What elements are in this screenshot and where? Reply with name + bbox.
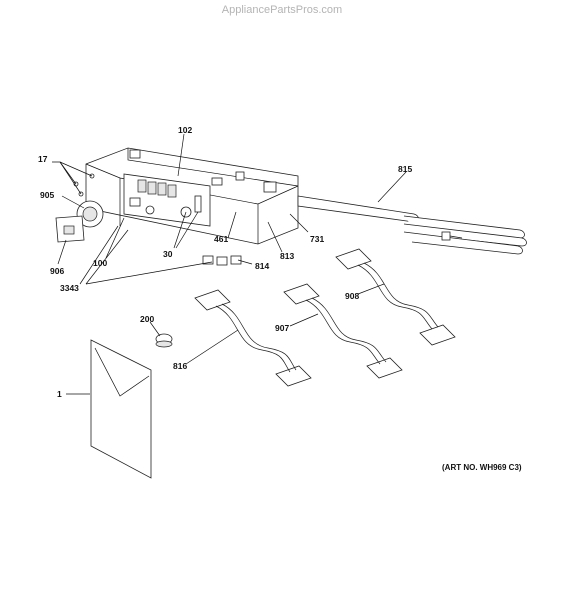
callout-102: 102 <box>178 125 192 135</box>
wire-harness-907[interactable] <box>283 283 403 379</box>
heater-element[interactable] <box>297 195 527 255</box>
callout-731: 731 <box>310 234 324 244</box>
callout-906: 906 <box>50 266 64 276</box>
callout-908: 908 <box>345 291 359 301</box>
callout-814: 814 <box>255 261 269 271</box>
callout-200: 200 <box>140 314 154 324</box>
manual-document[interactable] <box>90 339 152 479</box>
callout-17: 17 <box>38 154 48 164</box>
callout-907: 907 <box>275 323 289 333</box>
leader-lines <box>52 133 407 395</box>
callout-813: 813 <box>280 251 294 261</box>
callout-461: 461 <box>214 234 228 244</box>
wire-harness-908[interactable] <box>335 248 456 346</box>
callout-815: 815 <box>398 164 412 174</box>
callout-3343: 3343 <box>60 283 79 293</box>
callout-1: 1 <box>57 389 62 399</box>
callout-30: 30 <box>163 249 173 259</box>
callout-labels: 102 17 815 905 461 731 30 813 100 814 90… <box>38 125 522 472</box>
wire-harness-816[interactable] <box>194 289 312 387</box>
callout-905: 905 <box>40 190 54 200</box>
callout-816: 816 <box>173 361 187 371</box>
callout-100: 100 <box>93 258 107 268</box>
part-200[interactable] <box>155 333 173 348</box>
control-board[interactable] <box>123 173 223 227</box>
knob-assembly[interactable] <box>55 200 104 243</box>
connector-814[interactable] <box>202 255 242 266</box>
art-number: (ART NO. WH969 C3) <box>442 463 522 472</box>
watermark-text: AppliancePartsPros.com <box>221 4 343 16</box>
